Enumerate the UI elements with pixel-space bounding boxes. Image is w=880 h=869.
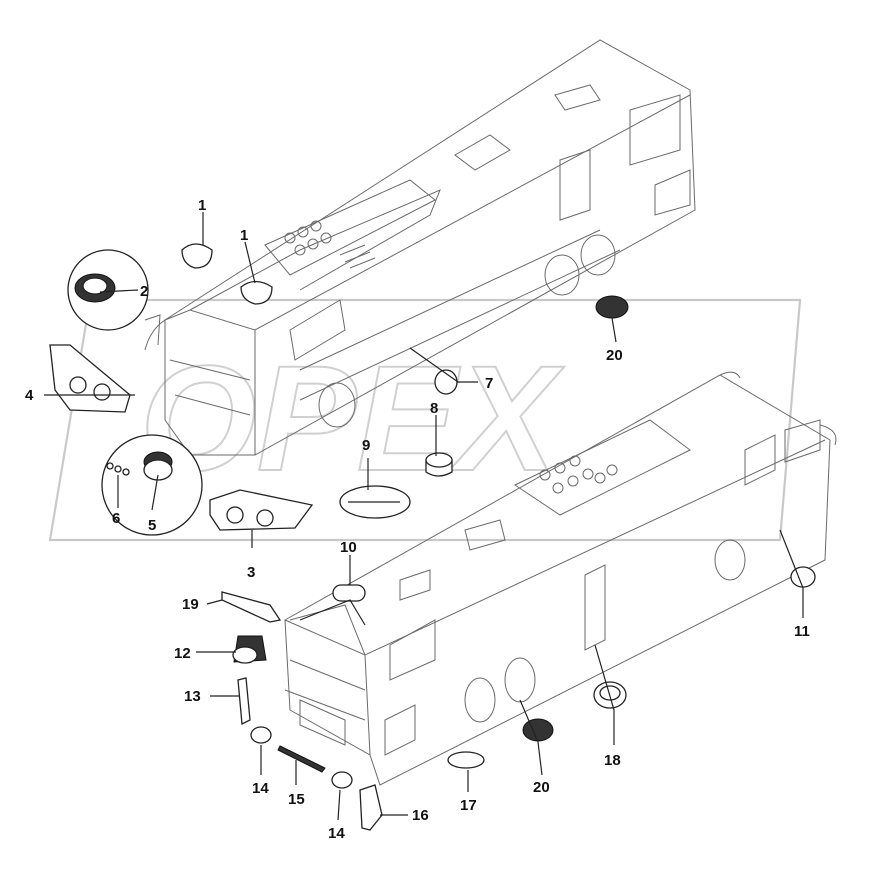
callout-6: 6 bbox=[112, 510, 120, 527]
callout-15: 15 bbox=[288, 791, 305, 808]
bus-front-view bbox=[144, 39, 696, 456]
callout-12: 12 bbox=[174, 645, 191, 662]
part-2-detail-circle bbox=[67, 249, 149, 331]
callout-20: 20 bbox=[606, 347, 623, 364]
part-1-marker-lamp-b bbox=[240, 280, 273, 305]
part-20-vent-grille-b bbox=[522, 718, 554, 742]
callout-labels: 1 1 2 3 4 5 6 7 8 9 10 11 12 13 14 14 15… bbox=[25, 197, 810, 842]
part-14-reflector-left bbox=[250, 726, 272, 744]
callout-10: 10 bbox=[340, 539, 357, 556]
callout-17: 17 bbox=[460, 797, 477, 814]
callout-14: 14 bbox=[328, 825, 345, 842]
callout-3: 3 bbox=[247, 564, 255, 581]
callout-2: 2 bbox=[140, 283, 148, 300]
part-3-headlamp-right bbox=[209, 489, 314, 531]
part-15-light-bar bbox=[277, 745, 326, 773]
part-11-side-marker bbox=[790, 566, 816, 588]
callout-1: 1 bbox=[240, 227, 248, 244]
callout-13: 13 bbox=[184, 688, 201, 705]
callout-4: 4 bbox=[25, 387, 34, 404]
watermark: OPEX bbox=[48, 298, 802, 542]
callout-20: 20 bbox=[533, 779, 550, 796]
callout-1: 1 bbox=[198, 197, 206, 214]
callout-14: 14 bbox=[252, 780, 269, 797]
part-5-6-detail-circle bbox=[101, 434, 203, 536]
part-8-lamp-housing bbox=[425, 452, 453, 477]
callout-11: 11 bbox=[794, 623, 810, 640]
roof-ac-unit-rear bbox=[539, 455, 618, 494]
callout-18: 18 bbox=[604, 752, 621, 769]
callout-19: 19 bbox=[182, 596, 199, 613]
roof-ac-unit-front bbox=[284, 220, 376, 269]
leader-lines bbox=[44, 212, 804, 821]
part-10-roof-lamp bbox=[332, 584, 366, 602]
part-12-reversing-camera bbox=[232, 635, 267, 664]
part-19-trim-strip bbox=[221, 591, 282, 623]
callout-16: 16 bbox=[412, 807, 429, 824]
callout-7: 7 bbox=[485, 375, 493, 392]
watermark-text: OPEX bbox=[140, 334, 565, 502]
callout-5: 5 bbox=[148, 517, 156, 534]
part-13-rear-light-strip bbox=[237, 677, 251, 726]
callout-8: 8 bbox=[430, 400, 438, 417]
part-1-marker-lamp-a bbox=[181, 243, 213, 269]
callout-9: 9 bbox=[362, 437, 370, 454]
part-14-reflector-right bbox=[331, 771, 353, 789]
part-4-headlamp-left bbox=[49, 344, 131, 413]
part-20-vent-grille-a bbox=[595, 295, 629, 319]
part-17-emblem bbox=[447, 751, 485, 769]
part-16-rear-lamp bbox=[359, 784, 383, 831]
part-9-emblem bbox=[339, 485, 411, 519]
